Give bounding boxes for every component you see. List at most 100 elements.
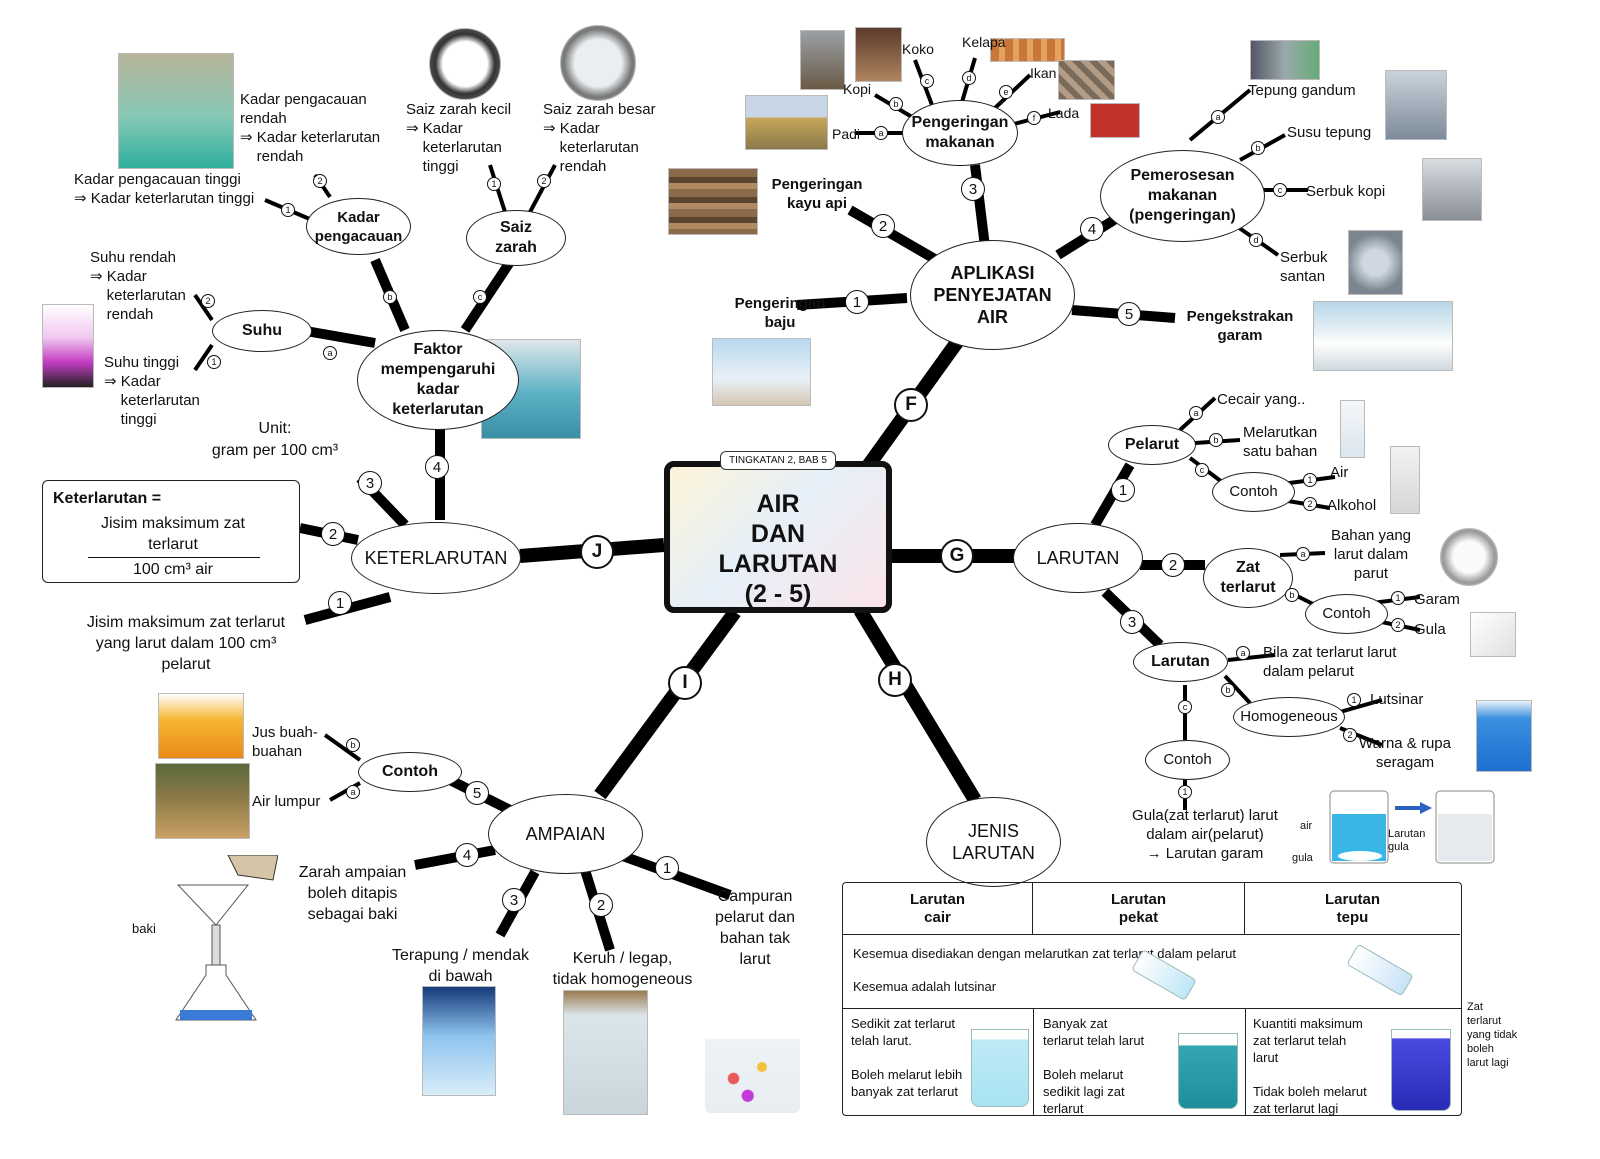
beaker-label-larutan-gula: Larutan gula — [1388, 828, 1426, 853]
cell-larutan-tepu: Kuantiti maksimum zat terlarut telah lar… — [1253, 1016, 1367, 1116]
pelarut-melarutkan: Melarutkan satu bahan — [1243, 424, 1318, 460]
makanan-lada: Lada — [1048, 105, 1080, 121]
solubility-formula-box: Keterlarutan = Jisim maksimum zat terlar… — [42, 480, 300, 583]
aplikasi-marker-3: 3 — [961, 177, 985, 201]
homogeneous-marker-2: 2 — [1343, 728, 1357, 742]
muddy-water-picture — [155, 763, 250, 839]
beaker-pekat-picture — [1178, 1033, 1238, 1109]
node-jenis-larutan: JENIS LARUTAN — [926, 797, 1061, 887]
ampaian-campuran: Campuran pelarut dan bahan tak larut — [714, 888, 796, 968]
zat-marker-a: a — [1296, 547, 1310, 561]
ampaian-terapung: Terapung / mendak di bawah — [392, 947, 529, 985]
contoh-ampaian-marker-a: a — [346, 785, 360, 799]
node-pemerosesan-makanan: Pemerosesan makanan (pengeringan) — [1100, 150, 1265, 242]
col-divider-2 — [1245, 1008, 1246, 1115]
makanan-ikan: Ikan — [1030, 65, 1057, 81]
saiz-marker-1: 1 — [487, 177, 501, 191]
santan-dryer-picture — [1348, 230, 1403, 295]
formula-numerator: Jisim maksimum zat terlarut — [100, 515, 245, 553]
node-suhu: Suhu — [212, 310, 312, 352]
branch-letter-j: J — [580, 535, 614, 569]
makanan-marker-d: d — [962, 71, 976, 85]
saiz-kecil: Saiz zarah kecil ⇒ Kadar keterlarutan ti… — [406, 101, 512, 175]
proses-marker-a: a — [1211, 110, 1225, 124]
contoh-zat-marker-2: 2 — [1391, 618, 1405, 632]
suhu-tinggi: Suhu tinggi ⇒ Kadar keterlarutan tinggi — [104, 354, 200, 428]
formula-denominator: 100 cm³ air — [132, 561, 214, 578]
node-keterlarutan: KETERLARUTAN — [351, 522, 521, 594]
larutan-marker-1: 1 — [1111, 478, 1135, 502]
keterlarutan-marker-4: 4 — [425, 455, 449, 479]
lada-picture — [1090, 103, 1140, 138]
beaker-label-gula: gula — [1292, 852, 1313, 864]
kadar-tinggi: Kadar pengacauan tinggi ⇒ Kadar keterlar… — [74, 171, 255, 207]
suhu-marker-1: 1 — [207, 355, 221, 369]
makanan-marker-a: a — [874, 126, 888, 140]
node-larutan: LARUTAN — [1013, 523, 1143, 593]
node-homogeneous: Homogeneous — [1233, 697, 1345, 737]
larutan-marker-3: 3 — [1120, 610, 1144, 634]
beaker-label-air: air — [1300, 820, 1313, 832]
cell-larutan-cair: Sedikit zat terlarut telah larut. Boleh … — [851, 1016, 963, 1099]
central-topic: TINGKATAN 2, BAB 5 AIR DAN LARUTAN (2 - … — [664, 451, 892, 613]
contoh-alkohol: Alkohol — [1327, 497, 1377, 514]
ampaian-baki-label: baki — [132, 921, 156, 936]
sediment-glass-picture — [422, 986, 496, 1096]
blue-beaker-picture — [1476, 700, 1532, 772]
salt-bowl-picture — [1440, 528, 1498, 586]
node-faktor: Faktor mempengaruhi kadar keterlarutan — [357, 330, 519, 430]
contoh-pelarut-marker-2: 2 — [1303, 497, 1317, 511]
koko-picture — [855, 27, 902, 82]
node-saiz-zarah: Saiz zarah — [466, 210, 566, 266]
alcohol-bottle-picture — [1390, 446, 1420, 514]
contoh-ampaian-marker-b: b — [346, 738, 360, 752]
contoh-zat-marker-1: 1 — [1391, 591, 1405, 605]
beaker-cair-picture — [971, 1029, 1029, 1107]
branch-letter-g: G — [940, 539, 974, 573]
makanan-marker-b: b — [889, 97, 903, 111]
faktor-marker-c: c — [473, 290, 487, 304]
faktor-marker-a: a — [323, 346, 337, 360]
saiz-besar: Saiz zarah besar ⇒ Kadar keterlarutan re… — [543, 101, 656, 175]
proses-marker-b: b — [1251, 141, 1265, 155]
header-larutan-cair: Larutan cair — [843, 883, 1033, 935]
proses-susu-tepung: Susu tepung — [1287, 124, 1372, 141]
flour-mill-picture — [1250, 40, 1320, 80]
makanan-kelapa: Kelapa — [962, 34, 1006, 50]
makanan-marker-f: f — [1027, 111, 1041, 125]
filter-funnel-picture — [168, 854, 279, 1030]
ampaian-zarah-ditapis: Zarah ampaian boleh ditapis sebagai baki — [298, 864, 407, 923]
proses-tepung-gandum: Tepung gandum — [1248, 82, 1356, 99]
makanan-koko: Koko — [902, 41, 934, 57]
aplikasi-pengeringan-baju: Pengeringan baju — [734, 295, 826, 331]
node-pengeringan-makanan: Pengeringan makanan — [902, 100, 1018, 166]
pelarut-cecair: Cecair yang.. — [1217, 391, 1306, 408]
header-larutan-pekat: Larutan pekat — [1033, 883, 1245, 935]
header-larutan-tepu: Larutan tepu — [1245, 883, 1460, 935]
contoh-pelarut-marker-1: 1 — [1303, 473, 1317, 487]
larutan-sub-marker-b: b — [1221, 683, 1235, 697]
dissolve-beakers-picture — [1300, 786, 1500, 871]
keterlarutan-unit: Unit: gram per 100 cm³ — [211, 420, 339, 459]
ampaian-marker-4: 4 — [455, 843, 479, 867]
node-contoh-ampaian: Contoh — [358, 752, 462, 792]
branch-letter-i: I — [668, 666, 702, 700]
tepu-side-note: Zat terlarut yang tidak boleh larut lagi — [1467, 1001, 1518, 1069]
branch-letter-f: F — [894, 388, 928, 422]
particles-beaker-picture — [705, 998, 800, 1113]
kadar-marker-1: 1 — [281, 203, 295, 217]
makanan-padi: Padi — [832, 126, 861, 142]
beaker-stirring-picture — [118, 53, 234, 169]
contoh-gula-larut: Gula(zat terlarut) larut dalam air(pelar… — [1132, 807, 1278, 862]
proses-serbuk-santan: Serbuk santan — [1280, 249, 1328, 285]
pour-tepu-picture — [1346, 943, 1414, 997]
node-kadar-pengacauan: Kadar pengacauan — [306, 198, 411, 255]
cell-larutan-pekat: Banyak zat terlarut telah larut Boleh me… — [1043, 1016, 1145, 1116]
aplikasi-pengekstrakan-garam: Pengekstrakan garam — [1186, 308, 1294, 344]
proses-marker-d: d — [1249, 233, 1263, 247]
kelapa-picture — [990, 38, 1065, 62]
ampaian-marker-3: 3 — [502, 888, 526, 912]
contoh-gula: Gula — [1414, 621, 1446, 638]
node-ampaian: AMPAIAN — [488, 794, 643, 874]
pelarut-marker-c: c — [1195, 463, 1209, 477]
